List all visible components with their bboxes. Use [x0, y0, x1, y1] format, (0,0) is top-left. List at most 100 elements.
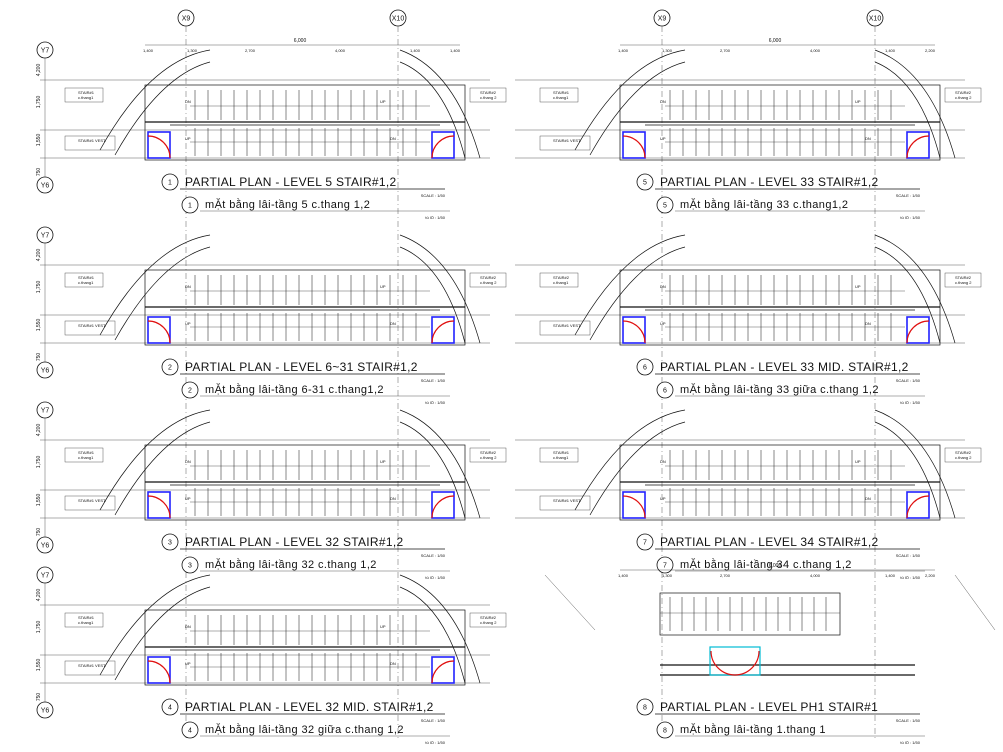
dimension-total: 6,000 [294, 38, 307, 44]
stair-up-label: UP [185, 661, 191, 666]
door-swing-right [906, 135, 930, 159]
room-tag-name: STAIR#1 VEST. [78, 663, 106, 668]
plan-number-bubble [636, 173, 654, 191]
room-tag-box [469, 447, 507, 463]
side-dim-text: 4,200 [36, 424, 42, 437]
stair-dn-label: DN [185, 624, 191, 629]
grid-bubble-x_left-label: X9 [658, 16, 667, 23]
grid-bubble-x_right-label: X10 [392, 16, 405, 23]
facade-line [544, 574, 596, 631]
stair-dn-label: DN [185, 284, 191, 289]
side-dim-text: 1,550 [36, 134, 42, 147]
stair-up-label: UP [855, 459, 861, 464]
grid-bubble-y-top-label: Y7 [41, 408, 50, 415]
plan-title: PARTIAL PLAN - LEVEL 5 STAIR#1,2 [185, 175, 396, 189]
door-swing-right [431, 135, 455, 159]
room-tag-name: STAIR#1 VEST. [553, 323, 581, 328]
door-swing-left [147, 660, 171, 684]
plan-title-vietnamese: mẶt bằng lâi-tầng 33 giữa c.thang 1,2 [680, 383, 879, 396]
stair-up-label: UP [185, 321, 191, 326]
facade-arc-right [399, 421, 466, 519]
plan-number-bubble-vn [181, 196, 199, 214]
room-tag-name: STAIR#2 [480, 90, 497, 95]
room-tag-sub: c.thang 2 [955, 280, 972, 285]
facade-arc-left [114, 246, 211, 341]
side-dim-text: 1,550 [36, 319, 42, 332]
stair-dn-label: DN [390, 496, 396, 501]
side-dim-text: 4,200 [36, 249, 42, 262]
dimension-seg: 2,700 [720, 573, 731, 578]
door-swing-left [622, 495, 646, 519]
vestibule-door-right [906, 491, 930, 519]
facade-arc-left [114, 61, 211, 156]
dimension-seg: 1,300 [662, 48, 673, 53]
plan-title: PARTIAL PLAN - LEVEL 6~31 STAIR#1,2 [185, 360, 418, 374]
grid-bubble-y-top-label: Y7 [41, 233, 50, 240]
plan-title: PARTIAL PLAN - LEVEL 32 STAIR#1,2 [185, 535, 403, 549]
facade-arc-right [874, 421, 941, 519]
plan-title-vietnamese: mẶt bằng lâi-tầng 34 c.thang 1,2 [680, 558, 852, 571]
plan-number-bubble-vn [656, 381, 674, 399]
vestibule-door [709, 646, 761, 676]
stair-dn-label: DN [390, 661, 396, 666]
stair-up-label: UP [380, 99, 386, 104]
room-tag-box [64, 87, 104, 103]
stair-dn-label: DN [660, 284, 666, 289]
room-tag-name: STAIR#1 [553, 450, 570, 455]
dimension-seg: 2,200 [925, 48, 936, 53]
dimension-seg: 1,400 [885, 573, 896, 578]
plan-scale-vietnamese: tû lÖ : 1/50 [425, 215, 445, 220]
plan-title-vietnamese: mẶt bằng lâi-tầng 6-31 c.thang1,2 [205, 383, 384, 396]
plan-title: PARTIAL PLAN - LEVEL PH1 STAIR#1 [660, 700, 878, 714]
side-dim-text: 4,200 [36, 64, 42, 77]
plan-scale: SCALE : 1/50 [896, 193, 921, 198]
stair-up-label: UP [660, 136, 666, 141]
plan-title: PARTIAL PLAN - LEVEL 32 MID. STAIR#1,2 [185, 700, 434, 714]
stair-dn-label: DN [865, 496, 871, 501]
vestibule-door-left [147, 316, 171, 344]
stair-up-label: UP [380, 624, 386, 629]
grid-bubble-y-top-label: Y7 [41, 48, 50, 55]
side-dim-text: 1,750 [36, 621, 42, 634]
facade-arc-right [874, 246, 941, 344]
door-swing-right [906, 495, 930, 519]
room-tag-box [64, 272, 104, 288]
dimension-seg: 1,300 [187, 48, 198, 53]
room-tag-sub: c.thang1 [553, 280, 569, 285]
stair-dn-label: DN [185, 459, 191, 464]
door-swing-left [622, 135, 646, 159]
facade-arc-left [574, 49, 686, 151]
room-tag-sub: c.thang1 [78, 280, 94, 285]
facade-arc-right [399, 234, 481, 344]
facade-arc-left [99, 409, 211, 511]
plan-number-bubble-label: 1 [168, 180, 172, 187]
stair-up-label: UP [855, 284, 861, 289]
facade-arc-right [874, 409, 956, 519]
plan-number-bubble-vn-label: 8 [663, 728, 667, 735]
facade-arc-left [114, 421, 211, 516]
facade-arc-left [574, 234, 686, 336]
room-tag-box [944, 87, 982, 103]
vestibule-door-left [622, 131, 646, 159]
dimension-seg: 4,000 [335, 48, 346, 53]
plan-scale: SCALE : 1/50 [896, 378, 921, 383]
plan-number-bubble [161, 698, 179, 716]
plan-scale-vietnamese: tû lÖ : 1/50 [900, 215, 920, 220]
plan-number-bubble-vn [656, 556, 674, 574]
plan-scale-vietnamese: tû lÖ : 1/50 [900, 740, 920, 745]
grid-bubble-y-bottom-label: Y6 [41, 183, 50, 190]
facade-line [954, 574, 996, 631]
plan-scale: SCALE : 1/50 [421, 553, 446, 558]
plan-number-bubble-label: 8 [643, 705, 647, 712]
plan-title-vietnamese: mẶt bằng lâi-tầng 32 giữa c.thang 1,2 [205, 723, 404, 736]
grid-bubble-x_right-label: X10 [869, 16, 882, 23]
plan-number-bubble-vn-label: 4 [188, 728, 192, 735]
room-tag-name: STAIR#1 [78, 275, 95, 280]
door-swing-left [147, 135, 171, 159]
door-swing-right [906, 320, 930, 344]
plan-scale-vietnamese: tû lÖ : 1/50 [900, 575, 920, 580]
plan-number-bubble [161, 358, 179, 376]
